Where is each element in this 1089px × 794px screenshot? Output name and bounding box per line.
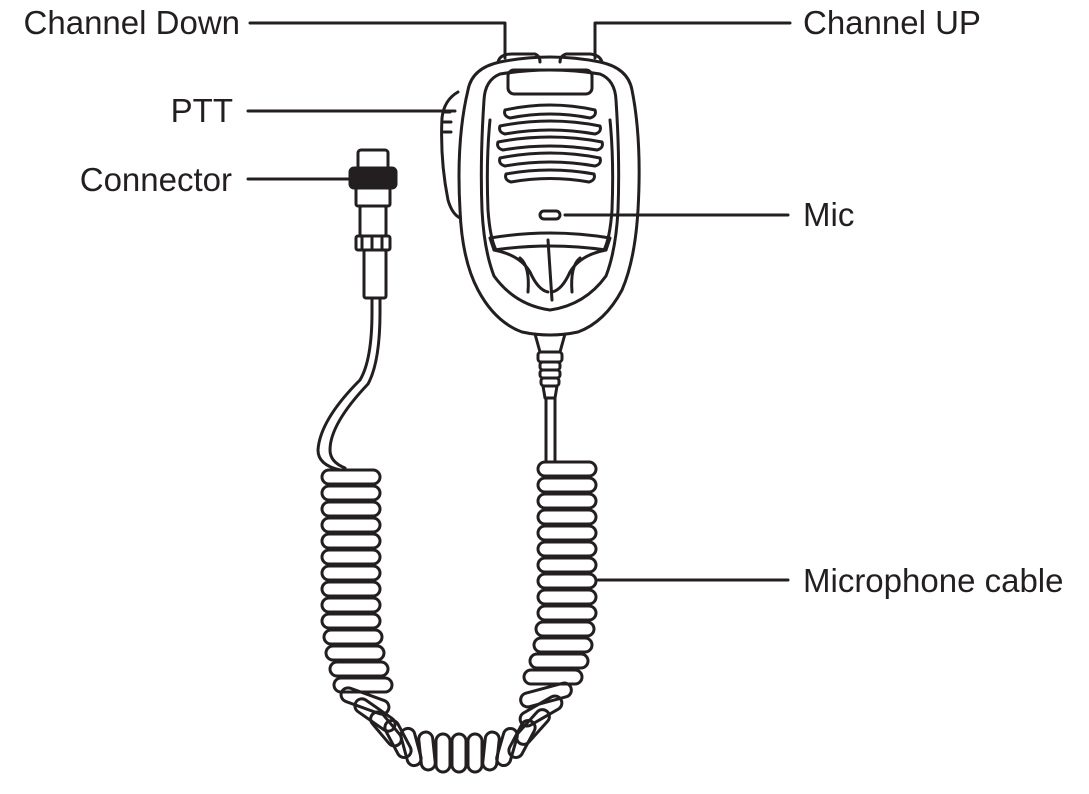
coil-left-column [320,468,394,694]
leader-channel-up [593,21,792,60]
coil-right-column [522,460,598,686]
channel-down-button [496,52,542,64]
ptt-side-button [440,90,462,220]
coil-bottom-curve [339,681,573,774]
cable-upper-left [316,310,382,472]
strain-relief [533,332,567,462]
speaker-grille [496,103,604,184]
channel-up-button [558,52,604,64]
connector-knurled-nut [348,166,398,190]
label-mic: Mic [803,196,855,233]
label-ptt: PTT [170,92,233,129]
label-connector: Connector [79,161,232,198]
display-window [506,68,594,96]
label-channel-up: Channel UP [803,4,981,41]
mic-hole [538,209,562,221]
microphone-body [440,52,641,337]
leader-lines [246,21,792,582]
outer-shell [457,55,641,337]
leader-channel-down [248,21,507,60]
inner-face [479,68,621,312]
label-microphone-cable: Microphone cable [803,562,1064,599]
label-channel-down: Channel Down [23,4,240,41]
connector [348,148,398,314]
